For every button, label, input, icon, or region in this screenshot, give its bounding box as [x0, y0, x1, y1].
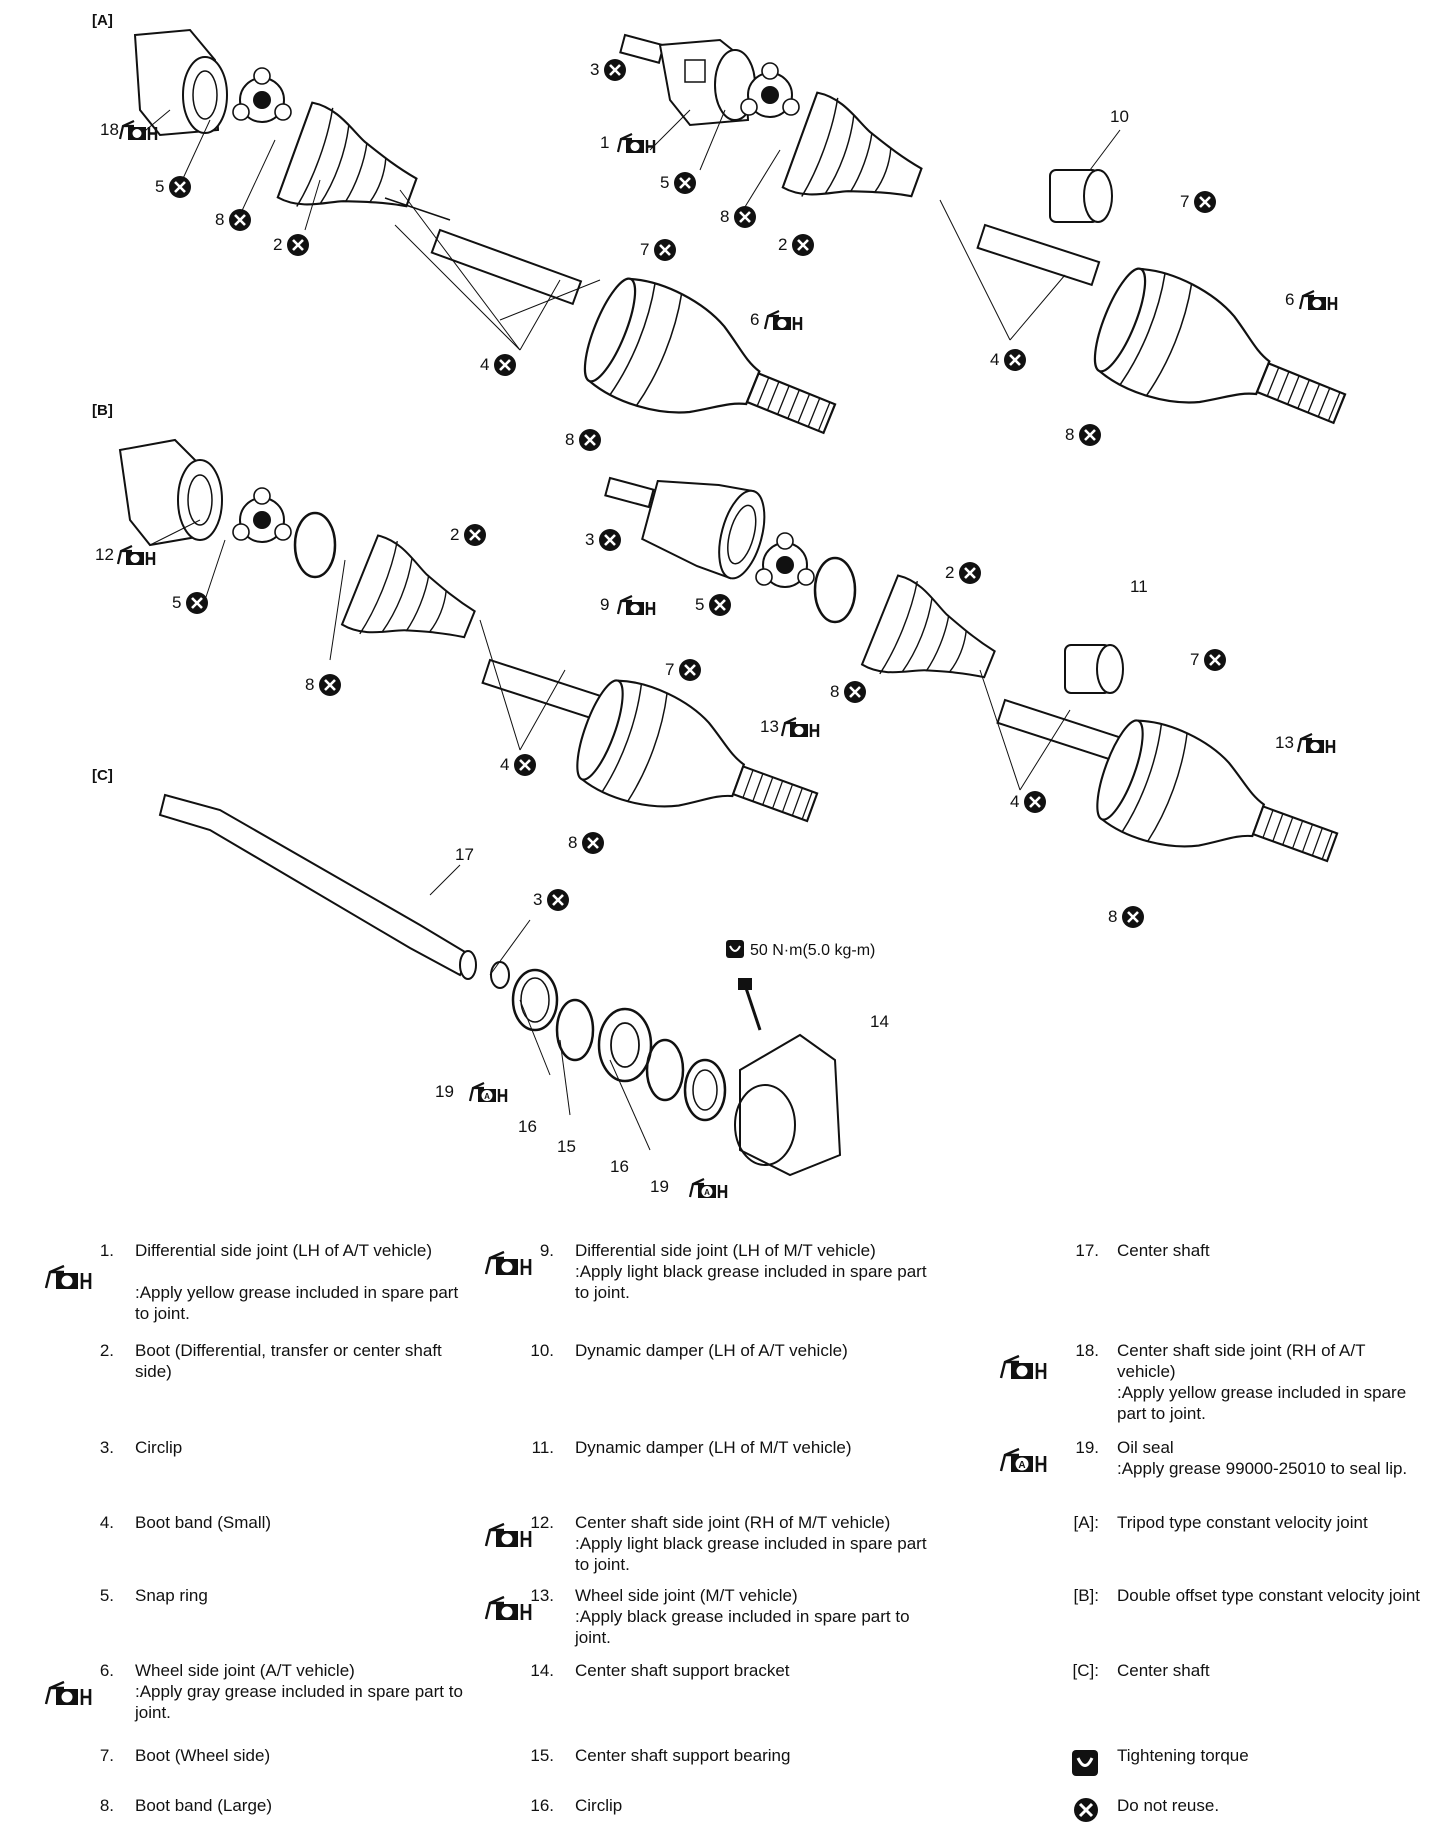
- parts-legend: 1. Differential side joint (LH of A/T ve…: [0, 1240, 1456, 1826]
- callout-number: 8: [305, 675, 314, 694]
- callout-number: 1: [600, 133, 609, 152]
- callout-number: 12: [95, 545, 114, 564]
- legend-item: 12. Center shaft side joint (RH of M/T v…: [480, 1512, 950, 1582]
- torque-icon: [1072, 1750, 1098, 1776]
- callout-number: 3: [533, 890, 542, 909]
- callout-number: 2: [273, 235, 282, 254]
- grease-icon: [484, 1250, 532, 1275]
- callout-number: 3: [585, 530, 594, 549]
- callout-number: 7: [1190, 650, 1199, 669]
- callout-number: 5: [660, 173, 669, 192]
- callout-number: 7: [1180, 192, 1189, 211]
- section-label-a: [A]: [92, 12, 113, 29]
- callout-number: 10: [1110, 107, 1129, 126]
- callout-number: 2: [945, 563, 954, 582]
- legend-item: 1. Differential side joint (LH of A/T ve…: [40, 1240, 460, 1330]
- section-a-left-assembly: [133, 28, 854, 477]
- legend-item: A 19. Oil seal :Apply grease 99000-25010…: [995, 1437, 1435, 1507]
- torque-callout: 50 N·m(5.0 kg-m): [726, 940, 875, 959]
- section-c-assembly: [158, 793, 842, 1177]
- callout-number: 3: [590, 60, 599, 79]
- grease-icon: [999, 1354, 1047, 1379]
- grease-icon: [484, 1595, 532, 1620]
- grease-a-icon: A: [999, 1447, 1047, 1472]
- callout-number: 4: [1010, 792, 1019, 811]
- callout-number: 19: [650, 1177, 669, 1196]
- callout-number: 15: [557, 1137, 576, 1156]
- callout-number: 5: [695, 595, 704, 614]
- callout-number: 8: [720, 207, 729, 226]
- grease-icon: [44, 1264, 92, 1289]
- section-b-right-assembly: [604, 465, 1354, 903]
- callout-number: 5: [172, 593, 181, 612]
- callout-number: 4: [480, 355, 489, 374]
- legend-item: Tightening torque: [995, 1745, 1435, 1776]
- callout-number: 8: [1065, 425, 1074, 444]
- callout-number: 7: [640, 240, 649, 259]
- grease-icon: [484, 1522, 532, 1547]
- callout-number: 6: [750, 310, 759, 329]
- section-label-c: [C]: [92, 767, 113, 784]
- callout-number: 8: [830, 682, 839, 701]
- callout-number: 8: [565, 430, 574, 449]
- legend-item: [B]: Double offset type constant velocit…: [1073, 1586, 1421, 1605]
- grease-icon: [44, 1680, 92, 1705]
- callout-number: 4: [500, 755, 509, 774]
- torque-spec-label: 50 N·m(5.0 kg-m): [750, 942, 875, 959]
- callout-number: 9: [600, 595, 609, 614]
- callout-number: 4: [990, 350, 999, 369]
- callout-number: 2: [778, 235, 787, 254]
- legend-item: Do not reuse.: [995, 1795, 1435, 1825]
- callout-number: 19: [435, 1082, 454, 1101]
- callout-number: 18: [100, 120, 119, 139]
- callout-number: 6: [1285, 290, 1294, 309]
- callout-number: 2: [450, 525, 459, 544]
- do-not-reuse-icon: [1074, 1798, 1098, 1822]
- section-b-left-assembly: [118, 438, 834, 863]
- callout-number: 11: [1130, 577, 1148, 596]
- callout-number: 5: [155, 177, 164, 196]
- exploded-drive-shaft-diagram: A [A] [B] [C]: [92, 12, 1364, 1200]
- callout-number: 8: [1108, 907, 1117, 926]
- callout-number: 16: [518, 1117, 537, 1136]
- callout-number: 17: [455, 845, 474, 864]
- legend-item: 6. Wheel side joint (A/T vehicle) :Apply…: [40, 1660, 463, 1730]
- svg-text:A: A: [1018, 1460, 1025, 1471]
- callout-number: 8: [568, 833, 577, 852]
- legend-item: 2. Boot (Differential, transfer or cente…: [99, 1341, 442, 1381]
- callout-number: 7: [665, 660, 674, 679]
- callout-number: 16: [610, 1157, 629, 1176]
- callout-number: 13: [1275, 733, 1294, 752]
- callout-number: 13: [760, 717, 779, 736]
- legend-item: 9. Differential side joint (LH of M/T ve…: [480, 1240, 950, 1310]
- callout-number: 14: [870, 1012, 889, 1031]
- legend-item: 18. Center shaft side joint (RH of A/T v…: [995, 1340, 1435, 1430]
- callout-number: 8: [215, 210, 224, 229]
- section-a-right-assembly: [619, 33, 1364, 467]
- legend-item: 13. Wheel side joint (M/T vehicle) :Appl…: [480, 1585, 950, 1655]
- section-label-b: [B]: [92, 402, 113, 419]
